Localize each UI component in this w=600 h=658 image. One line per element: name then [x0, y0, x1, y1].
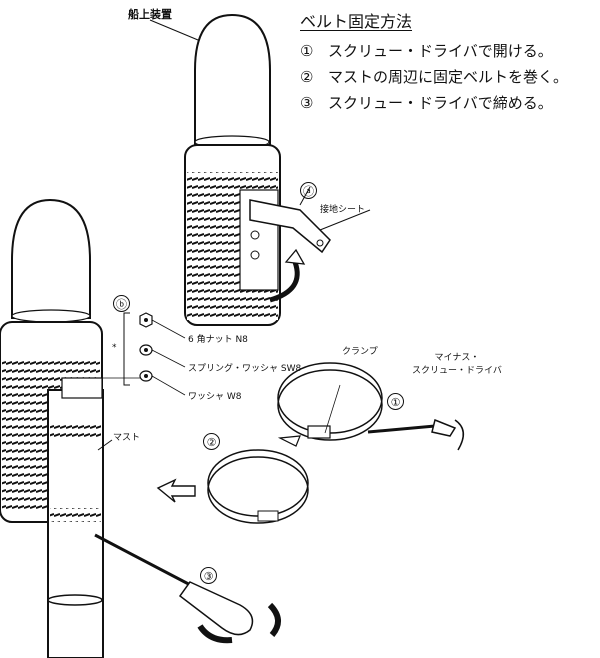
- marker-b: ⓑ: [113, 295, 130, 312]
- step1-marker: ①: [387, 393, 404, 410]
- hex-nut-label: 6 角ナット N8: [188, 335, 248, 345]
- lower-mast-unit: [0, 198, 281, 658]
- direction-arrow: [156, 478, 196, 503]
- upper-antenna-unit: [149, 13, 371, 326]
- ring-wrap: [207, 449, 309, 524]
- screwdriver-label: マイナス・ スクリュー・ドライバ: [412, 353, 502, 376]
- step2-marker: ②: [203, 433, 220, 450]
- shipboard-unit-label: 船上装置: [128, 8, 172, 21]
- spring-washer-label: スプリング・ワッシャ SW8: [188, 364, 302, 374]
- clamp-open: [277, 362, 464, 451]
- mast-label: マスト: [113, 433, 141, 443]
- washer-label: ワッシャ W8: [188, 392, 242, 402]
- marker-a: ⓐ: [300, 182, 317, 199]
- step3-marker: ③: [200, 567, 217, 584]
- method-title: ベルト固定方法: [300, 12, 413, 31]
- ground-sheet-label: 接地シート: [320, 205, 366, 215]
- asterisk-label: *: [112, 343, 117, 353]
- clamp-label: クランプ: [342, 347, 378, 357]
- hardware-stack: [100, 312, 186, 396]
